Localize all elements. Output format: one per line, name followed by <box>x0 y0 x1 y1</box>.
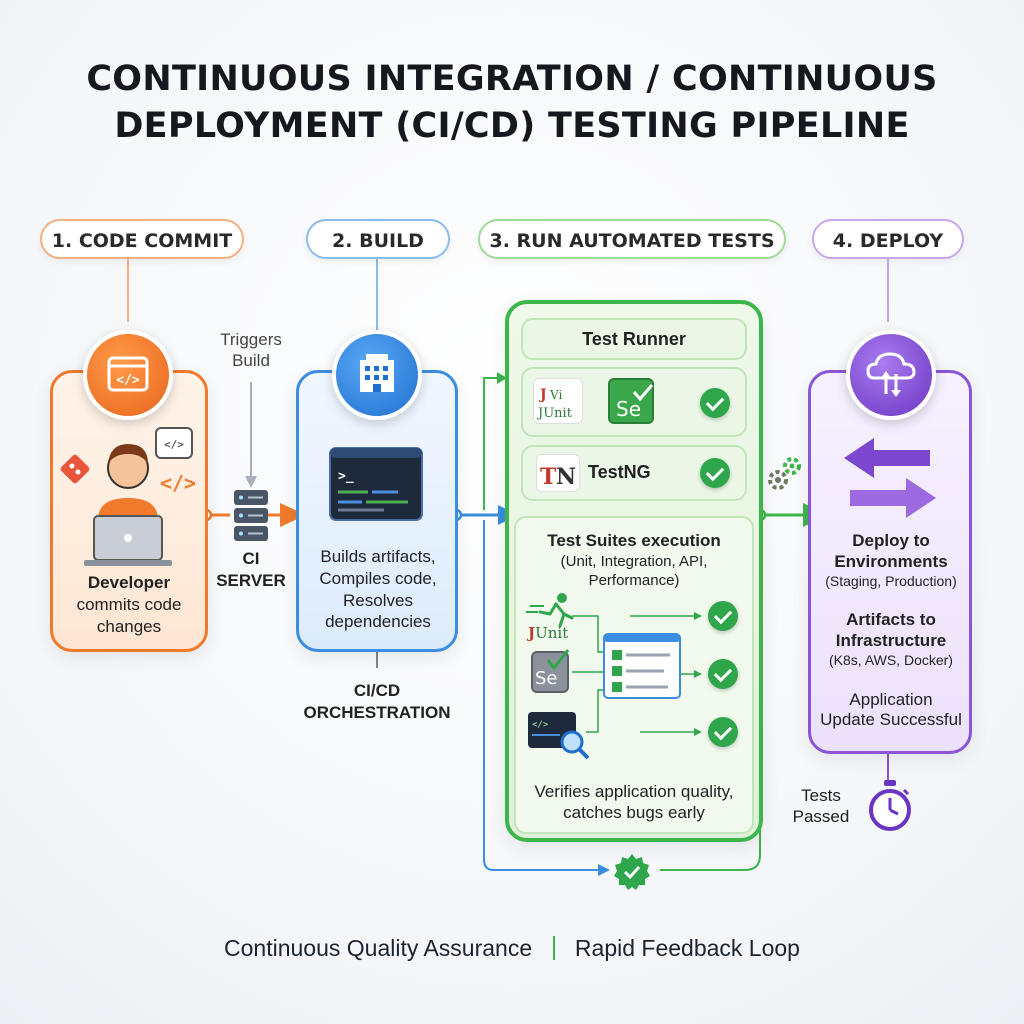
test-suites-title: Test Suites execution <box>547 531 721 550</box>
triggers-label-line2: Build <box>232 351 270 370</box>
svg-text:Se: Se <box>535 668 558 689</box>
terminal-icon: >_ <box>329 447 423 521</box>
title-line-2: DEPLOYMENT (CI/CD) TESTING PIPELINE <box>114 106 910 146</box>
orchestration-label-line2: ORCHESTRATION <box>303 703 451 722</box>
stage-pill-deploy: 4. DEPLOY <box>812 219 964 259</box>
test-suites-subtitle-line1: (Unit, Integration, API, <box>560 553 708 570</box>
building-icon <box>332 330 422 420</box>
code-window-icon: </> <box>83 330 173 420</box>
junit-runner-icon <box>526 593 574 628</box>
stage-pill-run-tests: 3. RUN AUTOMATED TESTS <box>478 219 786 259</box>
commit-caption-line2: commits code <box>76 595 182 614</box>
build-caption-line1: Builds artifacts, <box>320 547 436 566</box>
deploy-arrows-icon <box>844 438 936 518</box>
svg-text:JUnit: JUnit <box>526 624 568 642</box>
runner-testng-check-icon <box>700 458 730 488</box>
build-caption-line3: Resolves <box>343 591 413 610</box>
ci-server-label-line1: CI <box>242 549 260 568</box>
verify-caption-line2: catches bugs early <box>563 803 705 822</box>
commit-caption-line3: changes <box>96 617 162 636</box>
deploy-infra-subtitle: (K8s, AWS, Docker) <box>829 652 953 668</box>
verify-caption-line1: Verifies application quality, <box>534 782 734 801</box>
tests-passed-line1: Tests <box>801 786 841 805</box>
runner-junit-selenium-check-icon <box>700 388 730 418</box>
deploy-infra-title-line1: Artifacts to <box>846 610 936 629</box>
commit-caption-title: Developer <box>87 573 171 592</box>
title-line-1: CONTINUOUS INTEGRATION / CONTINUOUS <box>86 59 938 99</box>
deploy-infra-title-line2: Infrastructure <box>835 631 947 650</box>
diagram-title: CONTINUOUS INTEGRATION / CONTINUOUS DEPL… <box>0 56 1024 150</box>
deploy-success-line1: Application <box>849 690 933 709</box>
developer-illustration: </> </> <box>60 427 196 566</box>
footer-left: Continuous Quality Assurance <box>224 935 533 961</box>
svg-text:</>: </> <box>164 438 184 451</box>
ci-server-icon <box>234 490 268 541</box>
svg-text:</>: </> <box>532 720 549 730</box>
junit-logo-icon: J Vi JUnit <box>533 378 583 424</box>
svg-text:</>: </> <box>116 373 140 388</box>
testng-label: TestNG <box>588 462 651 482</box>
tests-passed-line2: Passed <box>792 807 850 826</box>
suite-selenium-check-icon <box>708 659 738 689</box>
stopwatch-icon <box>869 780 911 831</box>
gear-check-icon <box>614 854 650 890</box>
svg-text:</>: </> <box>160 471 196 495</box>
stage-pill-build: 2. BUILD <box>306 219 450 259</box>
svg-text:T: T <box>540 464 557 490</box>
suite-junit-check-icon <box>708 601 738 631</box>
build-caption-line2: Compiles code, <box>319 569 437 588</box>
ci-server-label-line2: SERVER <box>216 571 286 590</box>
test-runner-title: Test Runner <box>582 329 686 349</box>
svg-text:N: N <box>556 464 576 490</box>
svg-text:>_: >_ <box>338 469 354 484</box>
stage-pill-code-commit: 1. CODE COMMIT <box>40 219 244 259</box>
footer: Continuous Quality Assurance Rapid Feedb… <box>0 934 1024 962</box>
svg-text:JUnit: JUnit <box>536 406 573 421</box>
footer-divider <box>552 936 555 960</box>
test-suites-subtitle-line2: Performance) <box>588 572 680 589</box>
deploy-card <box>808 370 972 754</box>
deploy-env-subtitle: (Staging, Production) <box>825 573 957 589</box>
test-runner-header <box>521 318 747 360</box>
svg-text:Vi: Vi <box>549 388 562 402</box>
cloud-sync-icon <box>846 330 936 420</box>
gears-icon <box>768 457 801 490</box>
orchestration-label-line1: CI/CD <box>353 681 401 700</box>
test-suite-flow: JUnit Se </> <box>526 593 702 760</box>
testng-logo-icon: T N <box>536 454 580 492</box>
build-caption-line4: dependencies <box>325 612 431 631</box>
svg-text:J: J <box>538 387 547 403</box>
deploy-success-line2: Update Successful <box>820 710 962 729</box>
triggers-label-line1: Triggers <box>220 330 282 349</box>
suite-code-check-icon <box>708 717 738 747</box>
footer-right: Rapid Feedback Loop <box>574 935 800 961</box>
deploy-env-title-line2: Environments <box>834 552 948 571</box>
deploy-env-title-line1: Deploy to <box>852 531 930 550</box>
selenium-logo-text: Se <box>616 397 641 421</box>
selenium-logo-icon: Se <box>608 378 654 424</box>
